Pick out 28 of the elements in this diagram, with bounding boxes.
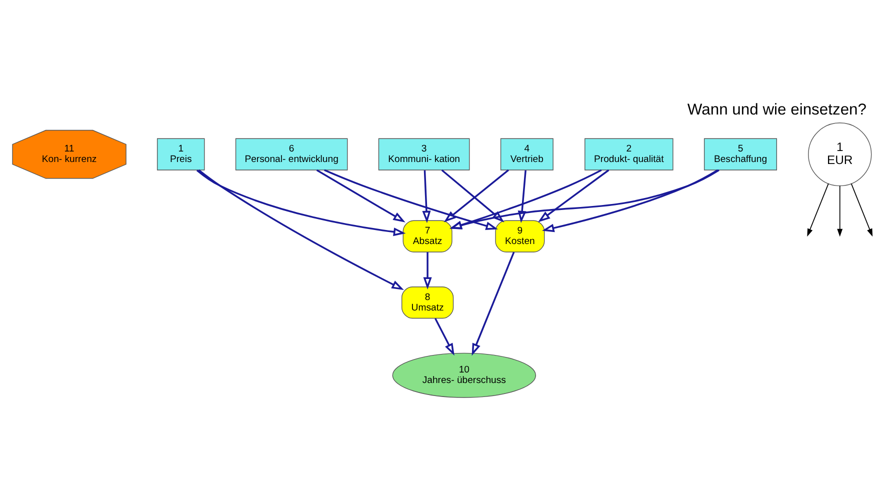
arrow (807, 183, 829, 237)
node-box: 4 Vertrieb (500, 138, 554, 170)
arrow (324, 169, 498, 230)
arrow (196, 170, 406, 236)
arrow (198, 169, 404, 290)
arrow (542, 169, 718, 232)
arrow (434, 318, 454, 356)
arrow (422, 170, 431, 224)
arrow (837, 185, 843, 237)
node-box: 6 Personal- entwicklung (235, 138, 348, 170)
node-box: 7 Absatz (402, 220, 452, 252)
arrow (850, 183, 873, 237)
node-box: 1 Preis (156, 138, 205, 170)
node-ellipse: 10 Jahres- überschuss (392, 352, 536, 398)
arrow (316, 169, 406, 222)
node-box: 5 Beschaffung (704, 138, 778, 170)
arrow (450, 169, 602, 230)
arrow (538, 169, 610, 222)
arrow (472, 252, 515, 356)
node-box: 2 Produkt- qualität (584, 138, 674, 170)
node-box: 3 Kommuni- kation (378, 138, 470, 170)
arrow (423, 252, 432, 290)
diagram-title: Wann und wie einsetzen? (687, 102, 867, 119)
node-circle: 1 EUR (808, 122, 872, 186)
node-box: 8 Umsatz (401, 286, 454, 319)
arrow (450, 169, 720, 230)
arrow (518, 170, 526, 224)
node-box: 9 Kosten (495, 220, 545, 252)
